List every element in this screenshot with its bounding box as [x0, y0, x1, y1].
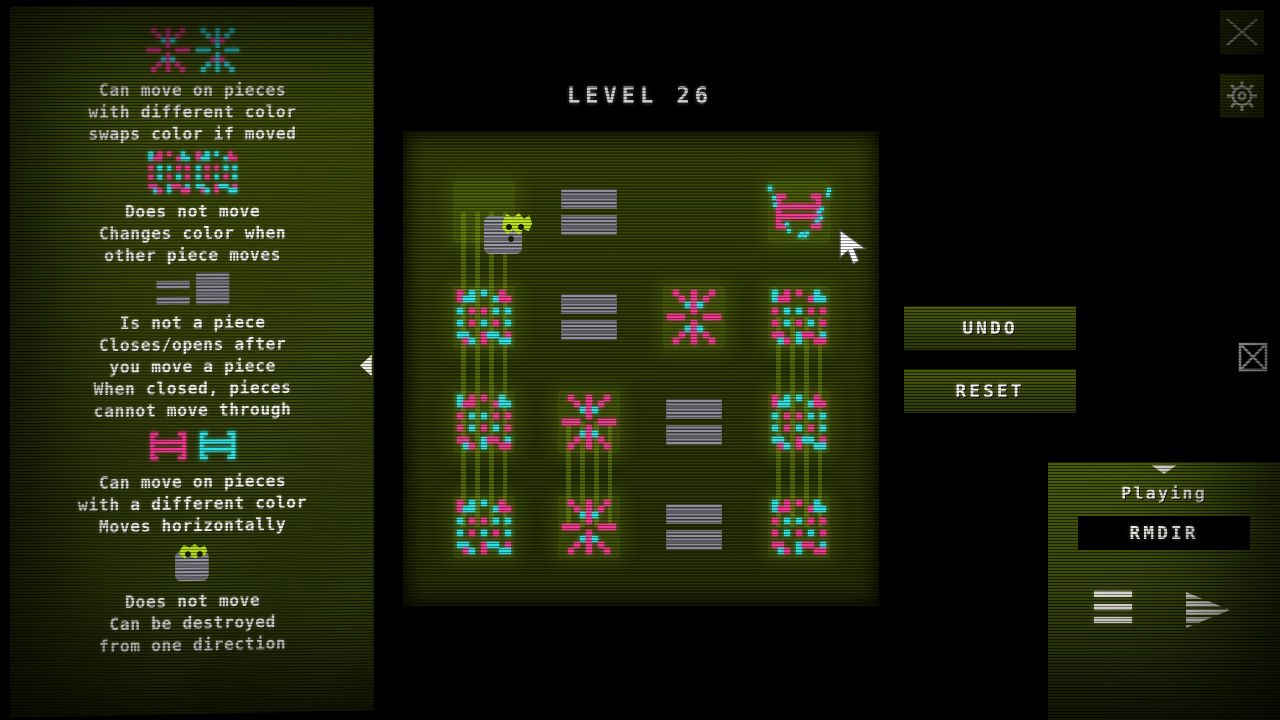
gate-piece-icon [20, 272, 364, 306]
help-text: Does not move Can be destroyed from one … [98, 590, 287, 657]
sparkle-particle [771, 195, 776, 200]
star-piece-cyan [195, 28, 240, 72]
dot-grid-piece [456, 499, 511, 554]
music-player-panel: Playing RMDIR [1048, 462, 1280, 720]
gate-bar [665, 398, 722, 419]
sparkle-particle [802, 233, 807, 238]
dot-grid-piece [771, 394, 826, 449]
sparkle-particle [767, 185, 772, 190]
board-cell-r4c3[interactable] [641, 474, 746, 579]
dot-grid-piece [456, 289, 511, 344]
sparkle-particle [826, 187, 831, 192]
sparkle-particle [786, 228, 791, 233]
gate-bar [156, 296, 190, 305]
star-piece-pink [146, 28, 190, 72]
gate-piece [665, 503, 722, 550]
help-panel: Can move on pieces with different color … [10, 6, 374, 718]
gate-piece [560, 293, 617, 340]
dot-grid-piece-pink [148, 151, 190, 194]
star-piece [561, 394, 616, 449]
sparkle-particle [799, 231, 804, 236]
help-entry: Does not move Can be destroyed from one … [20, 541, 364, 660]
reset-button[interactable]: RESET [904, 369, 1076, 413]
star-piece-pair-icon [20, 28, 364, 72]
board-cell-r1c2[interactable] [536, 159, 641, 264]
board-cell-r1c3[interactable] [641, 159, 746, 264]
board-cell-r4c4[interactable] [746, 474, 851, 579]
horizontal-mover-cyan [196, 427, 239, 463]
mouse-cursor [839, 228, 869, 265]
sparkle-particle [772, 202, 777, 207]
panel-collapse-arrow-icon[interactable] [358, 351, 372, 381]
board-cell-r4c2[interactable] [536, 474, 641, 579]
dot-grid-piece-pair-icon [20, 151, 364, 194]
board-grid [431, 159, 851, 579]
help-text: Can move on pieces with a different colo… [77, 471, 307, 537]
dot-grid-piece [456, 394, 511, 449]
star-piece [666, 289, 721, 344]
help-entry: Is not a piece Closes/opens after you mo… [20, 272, 364, 424]
board-cell-r1c1[interactable] [431, 159, 536, 317]
gate-piece [665, 398, 722, 445]
play-icon[interactable] [1178, 588, 1234, 632]
board-cell-r3c2[interactable] [536, 369, 641, 527]
player-status-label: Playing [1121, 484, 1207, 504]
gate-bar [195, 272, 230, 305]
star-piece [561, 499, 616, 554]
player-controls [1048, 588, 1280, 632]
gate-bar [560, 293, 617, 314]
list-icon[interactable] [1094, 590, 1132, 630]
dot-grid-piece-cyan [195, 151, 238, 194]
help-entry: Can move on pieces with a different colo… [20, 426, 364, 540]
sparkle-particle [804, 230, 809, 235]
horizontal-mover-pair-icon [20, 426, 364, 466]
close-button[interactable] [1220, 10, 1264, 54]
dot-grid-piece [771, 499, 826, 554]
sparkle-particle [814, 218, 819, 223]
board-cell-r1c4[interactable] [746, 159, 851, 264]
hourglass-icon[interactable] [1232, 336, 1274, 378]
help-text: Is not a piece Closes/opens after you mo… [93, 312, 292, 422]
sparkle-particle [819, 206, 824, 211]
gate-bar [560, 319, 617, 340]
board-cell-r2c3[interactable] [641, 264, 746, 369]
caret-down-icon[interactable] [1151, 465, 1177, 474]
sparkle-particle [816, 209, 821, 214]
board-cell-r2c4[interactable] [746, 264, 851, 422]
gate-piece [560, 188, 617, 235]
sparkle-particle [784, 221, 789, 226]
undo-button[interactable]: UNDO [904, 306, 1076, 350]
gear-icon [1227, 81, 1257, 111]
board-cell-r3c3[interactable] [641, 369, 746, 474]
help-text: Does not move Changes color when other p… [98, 201, 287, 266]
help-entry: Does not move Changes color when other p… [20, 151, 364, 268]
gate-bar [560, 214, 617, 235]
gate-bar [665, 424, 722, 445]
game-board[interactable] [403, 131, 879, 607]
sparkle-particle [818, 215, 823, 220]
gate-bar [156, 280, 190, 289]
dot-grid-piece [771, 289, 826, 344]
settings-button[interactable] [1220, 74, 1264, 118]
horizontal-mover-pink [146, 428, 190, 464]
page-title: LEVEL 26 [567, 84, 713, 109]
sparkle-particle [797, 233, 802, 238]
track-name-display: RMDIR [1078, 516, 1250, 550]
board-cell-r2c2[interactable] [536, 264, 641, 369]
gate-bar [665, 529, 722, 550]
rock-slime-piece-icon [20, 541, 364, 586]
close-icon [1226, 18, 1258, 46]
board-cell-r4c1[interactable] [431, 474, 536, 579]
gate-bar [665, 503, 722, 524]
sparkle-particle [825, 192, 830, 197]
gate-bar [560, 188, 617, 209]
